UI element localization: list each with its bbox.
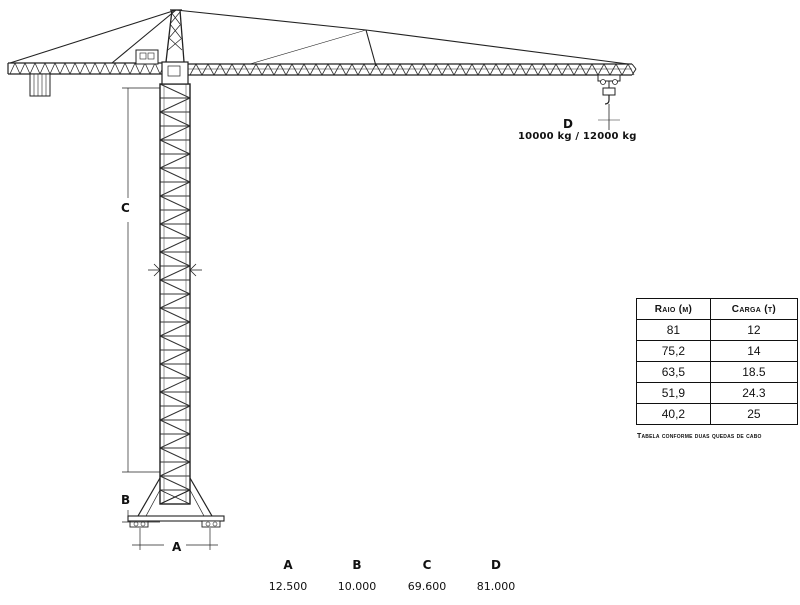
jib-lattice — [189, 63, 635, 76]
cell-raio: 63,5 — [636, 361, 711, 383]
cell-carga: 12 — [709, 319, 799, 341]
table-note: Tabela conforme duas quedas de cabo — [637, 433, 762, 440]
counterweight — [29, 73, 51, 97]
machinery-house — [135, 49, 159, 65]
counter-jib-lattice — [9, 62, 171, 75]
dimension-lines — [122, 87, 218, 550]
table-row: 81 12 — [636, 319, 799, 341]
table-header-row: Raio (m) Carga (t) — [636, 298, 799, 320]
cell-carga: 18.5 — [709, 361, 799, 383]
label-d: D — [563, 117, 573, 131]
dim-d: D 81.000 — [466, 558, 526, 593]
cell-carga: 14 — [709, 340, 799, 362]
table-row: 63,5 18.5 — [636, 361, 799, 383]
load-label: 10000 kg / 12000 kg — [518, 131, 637, 142]
dim-value: 69.600 — [407, 580, 447, 593]
mast-lattice — [159, 83, 191, 505]
dim-value: 81.000 — [476, 580, 516, 593]
table-row: 51,9 24.3 — [636, 382, 799, 404]
jib — [180, 63, 637, 76]
cell-carga: 24.3 — [709, 382, 799, 404]
dim-c: C 69.600 — [397, 558, 457, 593]
dim-value: 12.500 — [268, 580, 308, 593]
tie-collar — [148, 263, 202, 277]
label-a: A — [172, 540, 182, 554]
dim-key: B — [352, 558, 362, 572]
cell-carga: 25 — [709, 403, 799, 425]
table-row: 40,2 25 — [636, 403, 799, 425]
dim-a: A 12.500 — [258, 558, 318, 593]
label-c: C — [121, 201, 130, 215]
dim-b: B 10.000 — [327, 558, 387, 593]
capacity-table: Raio (m) Carga (t) 81 12 75,2 14 63,5 18… — [636, 298, 799, 425]
table-row: 75,2 14 — [636, 340, 799, 362]
dim-value: 10.000 — [337, 580, 377, 593]
tie-bars — [9, 9, 629, 67]
cell-raio: 40,2 — [636, 403, 711, 425]
header-raio: Raio (m) — [636, 298, 711, 320]
cell-raio: 51,9 — [636, 382, 711, 404]
dim-key: D — [491, 558, 501, 572]
tower-head — [161, 9, 189, 85]
crane-base — [127, 477, 225, 528]
dim-key: A — [283, 558, 293, 572]
label-b: B — [121, 493, 131, 507]
header-carga: Carga (t) — [709, 298, 799, 320]
cell-raio: 81 — [636, 319, 711, 341]
dim-key: C — [422, 558, 432, 572]
trolley-hook — [597, 74, 621, 105]
cell-raio: 75,2 — [636, 340, 711, 362]
